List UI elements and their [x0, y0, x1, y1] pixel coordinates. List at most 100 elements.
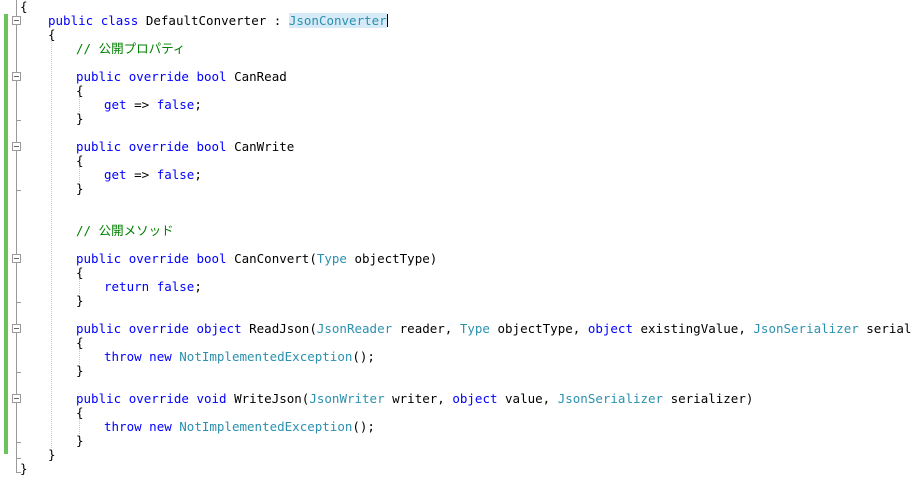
- plain-token: [121, 251, 129, 266]
- code-line[interactable]: }: [48, 448, 56, 462]
- code-line[interactable]: }: [76, 434, 84, 448]
- plain-token: serializer): [866, 321, 911, 336]
- comment-token: // 公開メソッド: [76, 223, 174, 238]
- collapse-icon[interactable]: [12, 16, 21, 25]
- code-line[interactable]: public override object ReadJson(JsonRead…: [76, 322, 911, 336]
- plain-token: CanWrite: [226, 139, 295, 154]
- keyword-token: override: [128, 139, 189, 154]
- code-line[interactable]: }: [76, 182, 84, 196]
- plain-token: [121, 321, 129, 336]
- type-token: JsonSerializer: [753, 321, 859, 336]
- plain-token: CanRead: [226, 69, 287, 84]
- keyword-token: false: [156, 167, 195, 182]
- outline-end: [16, 472, 21, 474]
- keyword-token: throw: [104, 419, 142, 434]
- comment-token: // 公開プロパティ: [76, 41, 186, 56]
- code-line[interactable]: {: [76, 266, 84, 280]
- keyword-token: public: [76, 251, 122, 266]
- code-line[interactable]: throw new NotImplementedException();: [104, 350, 375, 364]
- type-token: NotImplementedException: [179, 349, 353, 364]
- plain-token: WriteJson(: [226, 391, 310, 406]
- keyword-token: throw: [104, 349, 142, 364]
- collapse-icon[interactable]: [12, 72, 21, 81]
- code-line[interactable]: }: [20, 462, 28, 476]
- keyword-token: object: [196, 321, 242, 336]
- text-caret: [386, 14, 388, 27]
- plain-token: objectType,: [489, 321, 588, 336]
- keyword-token: object: [587, 321, 633, 336]
- plain-token: {: [76, 405, 84, 420]
- code-line[interactable]: }: [76, 364, 84, 378]
- outline-end: [16, 120, 21, 122]
- plain-token: [149, 279, 157, 294]
- keyword-token: bool: [196, 139, 227, 154]
- keyword-token: class: [100, 13, 139, 28]
- plain-token: }: [76, 181, 84, 196]
- collapse-icon[interactable]: [12, 254, 21, 263]
- code-line[interactable]: {: [20, 0, 28, 14]
- outline-end: [16, 372, 21, 374]
- keyword-token: new: [149, 349, 172, 364]
- keyword-token: return: [104, 279, 150, 294]
- plain-token: {: [76, 153, 84, 168]
- indent-guide: [51, 38, 52, 452]
- collapse-icon[interactable]: [12, 324, 21, 333]
- plain-token: DefaultConverter :: [138, 13, 289, 28]
- keyword-token: void: [196, 391, 227, 406]
- keyword-token: public: [76, 321, 122, 336]
- plain-token: {: [20, 0, 28, 14]
- indent-guide: [79, 278, 80, 300]
- code-line[interactable]: {: [76, 154, 84, 168]
- plain-token: {: [76, 83, 84, 98]
- code-line[interactable]: public override bool CanWrite: [76, 140, 294, 154]
- code-line[interactable]: }: [76, 112, 84, 126]
- indent-guide: [79, 348, 80, 370]
- code-line[interactable]: get => false;: [104, 168, 202, 182]
- collapse-icon[interactable]: [12, 142, 21, 151]
- plain-token: [121, 69, 129, 84]
- indent-guide: [79, 166, 80, 188]
- code-line[interactable]: {: [76, 84, 84, 98]
- code-line[interactable]: public override void WriteJson(JsonWrite…: [76, 392, 753, 406]
- code-line[interactable]: throw new NotImplementedException();: [104, 420, 375, 434]
- code-line[interactable]: public class DefaultConverter : JsonConv…: [48, 13, 388, 28]
- keyword-token: new: [149, 419, 172, 434]
- plain-token: objectType): [346, 251, 438, 266]
- plain-token: reader,: [392, 321, 460, 336]
- code-line[interactable]: {: [76, 336, 84, 350]
- plain-token: existingValue,: [632, 321, 754, 336]
- code-line[interactable]: public override bool CanConvert(Type obj…: [76, 252, 437, 266]
- plain-token: }: [76, 111, 84, 126]
- plain-token: }: [76, 433, 84, 448]
- keyword-token: override: [128, 251, 189, 266]
- keyword-token: override: [128, 69, 189, 84]
- plain-token: {: [76, 265, 84, 280]
- code-line[interactable]: {: [48, 28, 56, 42]
- plain-token: [93, 13, 101, 28]
- plain-token: serializer): [663, 391, 754, 406]
- collapse-icon[interactable]: [12, 394, 21, 403]
- code-line[interactable]: {: [76, 406, 84, 420]
- code-line[interactable]: public override bool CanRead: [76, 70, 287, 84]
- plain-token: ();: [352, 349, 375, 364]
- code-line[interactable]: }: [76, 294, 84, 308]
- plain-token: {: [76, 335, 84, 350]
- keyword-token: bool: [196, 251, 227, 266]
- plain-token: }: [48, 447, 56, 462]
- indent-guide: [79, 418, 80, 440]
- change-margin-bar: [4, 14, 8, 454]
- plain-token: ;: [194, 167, 202, 182]
- code-line[interactable]: // 公開プロパティ: [76, 42, 185, 56]
- plain-token: }: [76, 293, 84, 308]
- keyword-token: get: [104, 97, 127, 112]
- code-line[interactable]: // 公開メソッド: [76, 224, 174, 238]
- keyword-token: public: [76, 391, 122, 406]
- code-line[interactable]: return false;: [104, 280, 202, 294]
- keyword-token: public: [76, 69, 122, 84]
- keyword-token: override: [128, 391, 189, 406]
- plain-token: ();: [352, 419, 375, 434]
- type-token: Type: [316, 251, 347, 266]
- code-line[interactable]: get => false;: [104, 98, 202, 112]
- plain-token: =>: [126, 97, 157, 112]
